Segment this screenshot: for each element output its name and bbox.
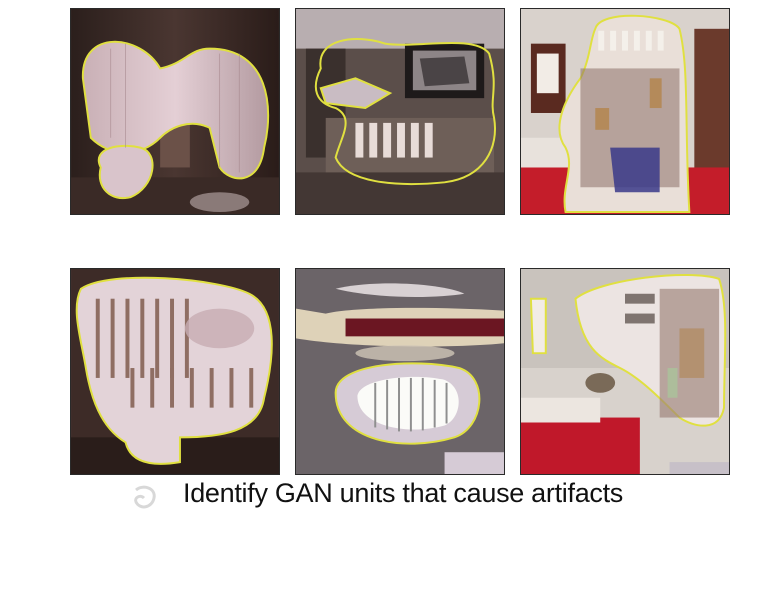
artifact-image-tile-2 [295, 8, 505, 215]
scene-bed-with-picture [296, 9, 504, 214]
scene-grey-wall-oval [296, 269, 504, 474]
artifact-image-tile-6 [520, 268, 730, 475]
figure-caption: Identify GAN units that cause artifacts [183, 478, 624, 508]
scene-bedroom-red-bed [521, 9, 729, 214]
scene-dark-room-striped [71, 269, 279, 474]
artifact-image-tile-1 [70, 8, 280, 215]
scene-white-room-red-bed [521, 269, 729, 474]
scene-bedroom-dark [71, 9, 279, 214]
artifact-image-tile-4 [70, 268, 280, 475]
caption-smudge-icon [128, 480, 166, 518]
artifact-image-tile-3 [520, 8, 730, 215]
artifact-image-tile-5 [295, 268, 505, 475]
